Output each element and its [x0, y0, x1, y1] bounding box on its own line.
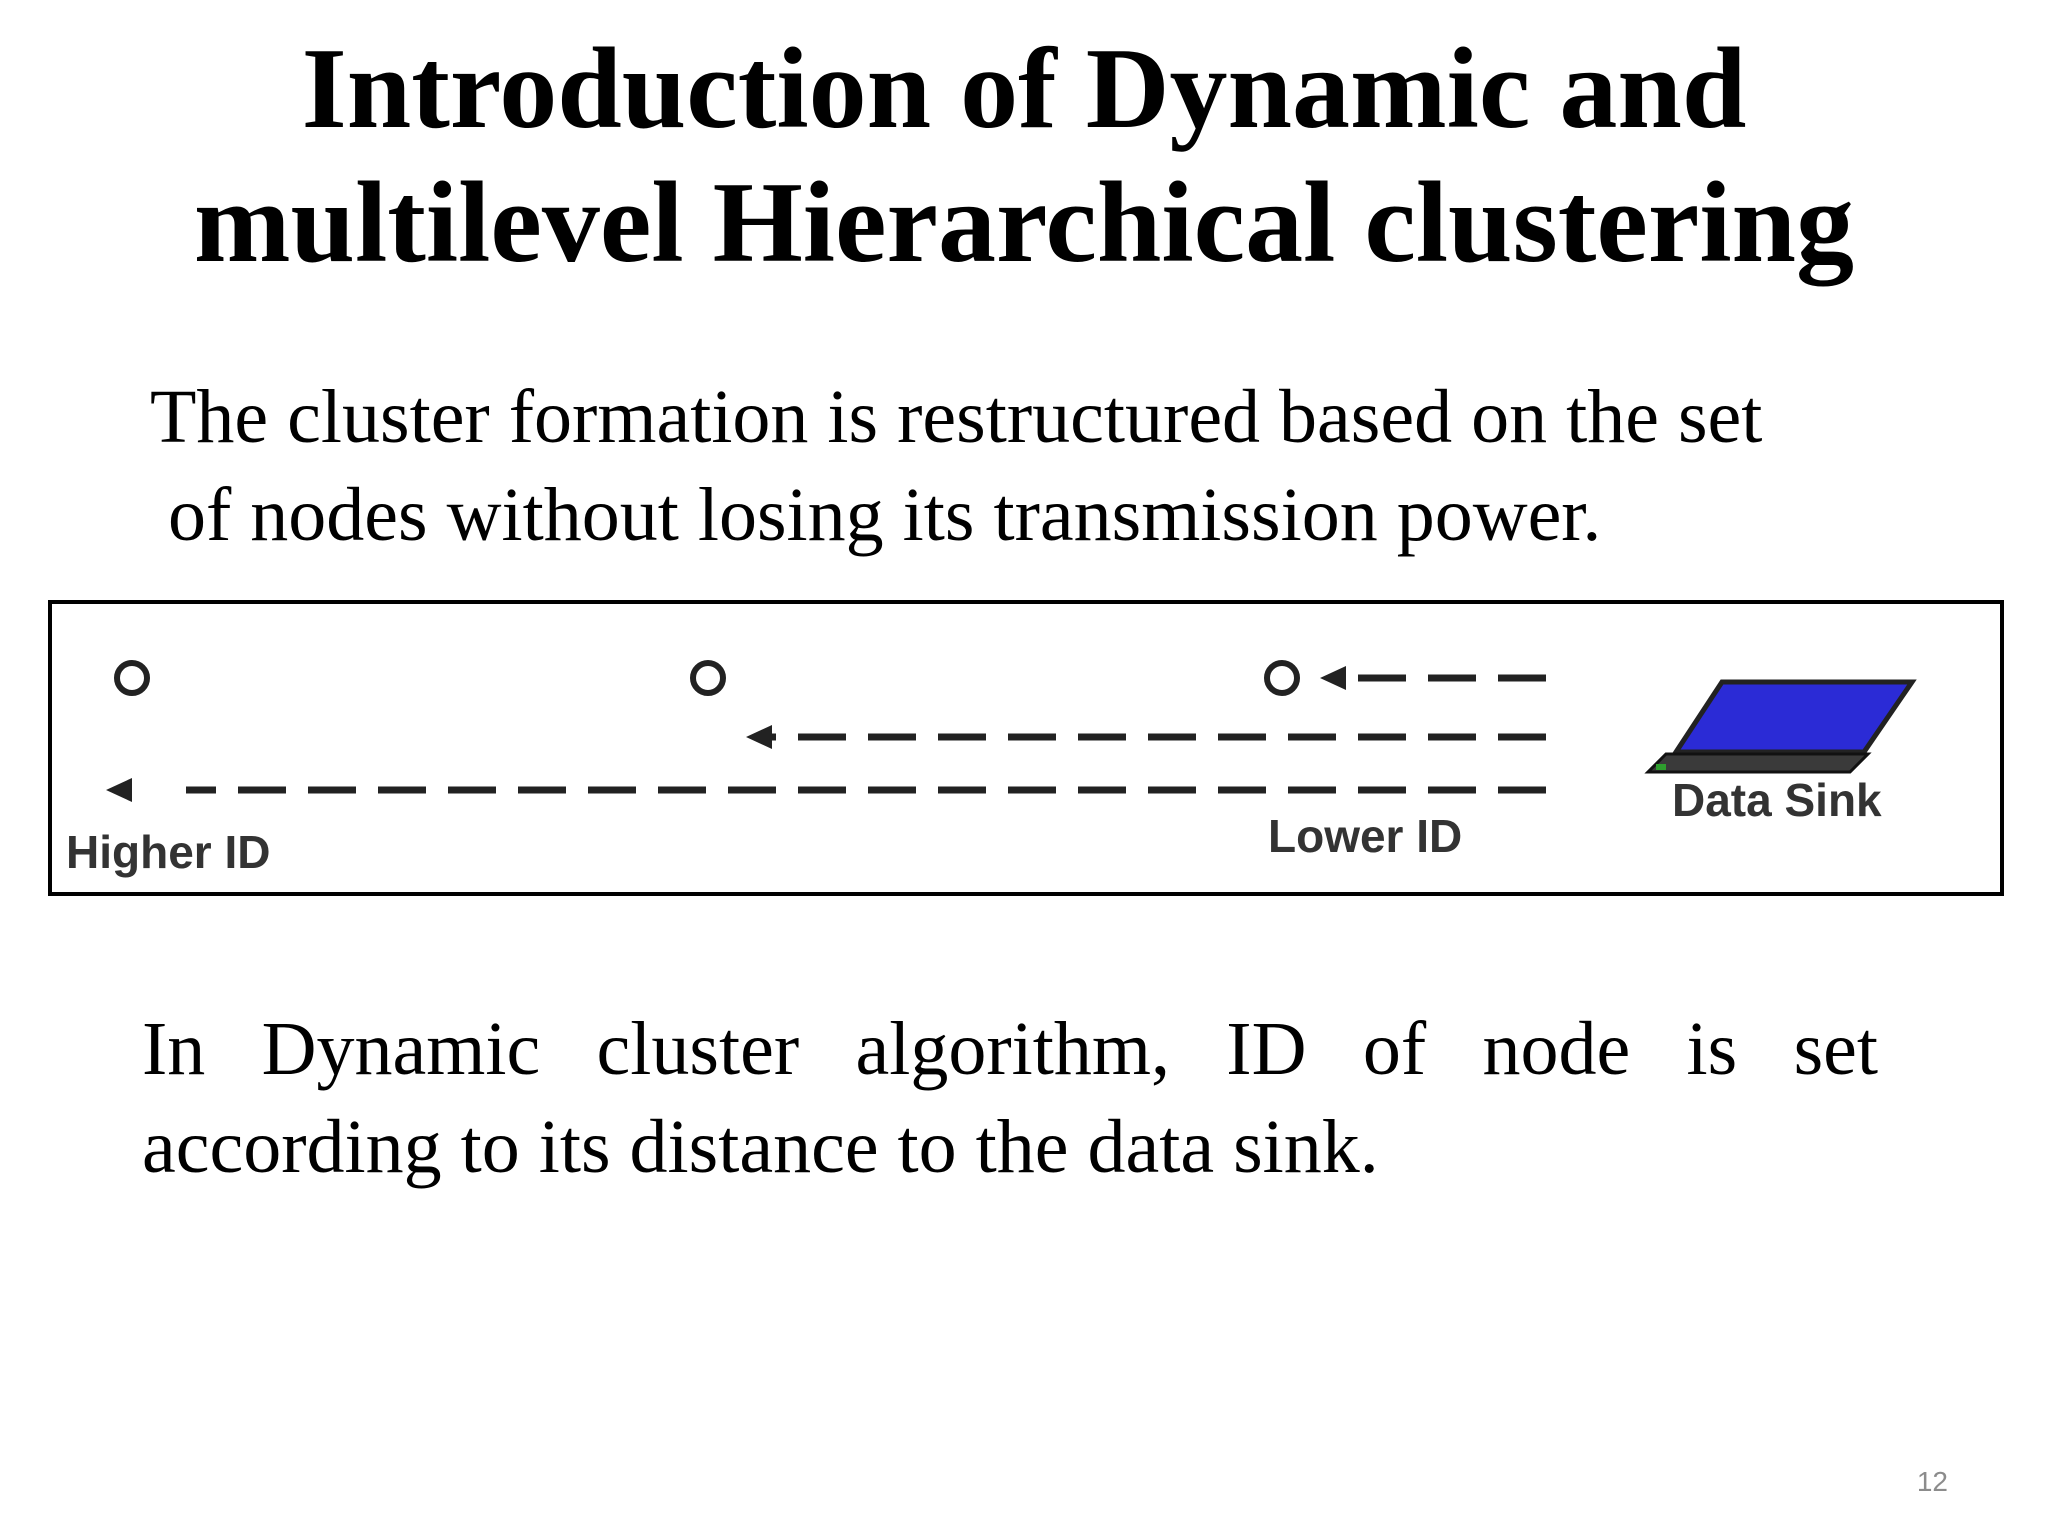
arrow-short: [1320, 666, 1546, 690]
intro-paragraph-line-1: The cluster formation is restructured ba…: [150, 375, 1763, 459]
page-number: 12: [1916, 1466, 1948, 1497]
laptop-icon: [1644, 679, 1917, 774]
cluster-id-diagram-canvas: Higher ID Lower ID Data Sink: [66, 660, 1917, 878]
intro-paragraph: The cluster formation is restructured ba…: [150, 368, 1910, 564]
intro-paragraph-line-2: of nodes without losing its transmission…: [168, 473, 1602, 557]
arrow-long: [106, 778, 1546, 802]
node-middle: [690, 660, 726, 696]
slide-title: Introduction of Dynamic and multilevel H…: [0, 22, 2048, 290]
dynamic-cluster-paragraph-line-1: In Dynamic cluster algorithm, ID of node…: [142, 1007, 1878, 1091]
arrowhead-short: [1320, 666, 1346, 690]
node-lower-id: [1264, 660, 1300, 696]
dynamic-cluster-paragraph: In Dynamic cluster algorithm, ID of node…: [142, 1000, 1878, 1196]
arrowhead-long: [106, 778, 132, 802]
arrowhead-medium: [746, 725, 772, 749]
dynamic-cluster-paragraph-line-2: according to its distance to the data si…: [142, 1105, 1379, 1189]
slide-title-line-2: multilevel Hierarchical clustering: [193, 159, 1855, 287]
arrow-medium: [746, 725, 1546, 749]
label-lower-id: Lower ID: [1268, 810, 1462, 862]
label-data-sink: Data Sink: [1672, 774, 1882, 826]
node-higher-id: [114, 660, 150, 696]
slide-title-line-1: Introduction of Dynamic and: [301, 25, 1747, 153]
cluster-id-diagram: Higher ID Lower ID Data Sink: [48, 600, 2004, 896]
label-higher-id: Higher ID: [66, 826, 270, 878]
